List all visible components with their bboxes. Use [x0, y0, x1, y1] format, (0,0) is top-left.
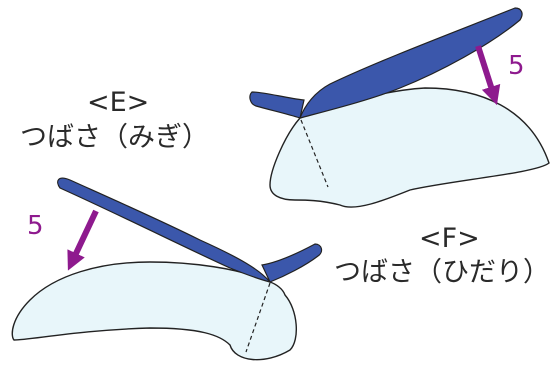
part-e-name: つばさ（みぎ） — [20, 122, 209, 153]
step-number-e: 5 — [27, 211, 44, 241]
wing-f-blue-blade — [299, 7, 523, 119]
step-arrow-e — [67, 209, 99, 271]
wing-f-blue-tab — [249, 91, 305, 119]
part-f-code: <F> — [419, 223, 480, 254]
wing-e-fold-line — [245, 282, 271, 353]
part-e-code: <E> — [87, 87, 150, 118]
wing-f-fold-line — [300, 119, 329, 188]
wing-e-blue-blade — [57, 177, 272, 284]
step-arrow-f — [475, 45, 501, 106]
wing-e-light-panel — [11, 261, 298, 361]
wing-part-f — [249, 7, 550, 208]
wing-f-light-panel — [269, 87, 550, 208]
wing-part-e — [11, 177, 323, 361]
wing-e-blue-tab — [261, 243, 323, 283]
step-number-f: 5 — [508, 51, 525, 81]
part-f-name: つばさ（ひだり） — [334, 257, 550, 288]
